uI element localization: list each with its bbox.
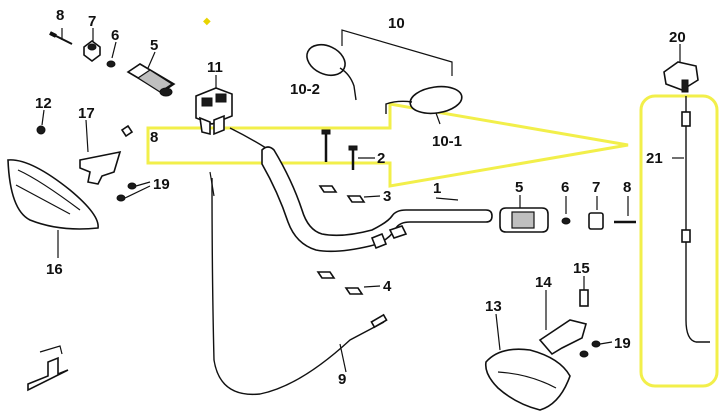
accent-dot: ◆	[203, 16, 211, 27]
grip-5-top	[126, 51, 176, 97]
callout-14: 14	[535, 274, 552, 291]
callout-20: 20	[669, 29, 686, 46]
nut-12	[36, 109, 46, 135]
ring-6-top	[106, 41, 117, 68]
bracket-17	[79, 119, 122, 185]
callout-12: 12	[35, 95, 52, 112]
switch-11	[195, 75, 267, 149]
callout-10-2: 10-2	[290, 81, 320, 98]
callout-10-1: 10-1	[432, 133, 462, 150]
highlight-box	[639, 94, 719, 388]
callout-19-left: 19	[153, 176, 170, 193]
callout-7: 7	[88, 13, 96, 30]
screws-19-right	[579, 340, 613, 358]
bracket-14	[538, 290, 587, 356]
callout-21: 21	[646, 150, 663, 167]
callout-6-right: 6	[561, 179, 569, 196]
callout-4: 4	[383, 278, 392, 295]
callout-13: 13	[485, 298, 502, 315]
callout-19-right: 19	[614, 335, 631, 352]
cover-13	[484, 313, 571, 411]
callout-17: 17	[78, 105, 95, 122]
callout-5-right: 5	[515, 179, 523, 196]
bolt-8-top	[49, 28, 73, 45]
callout-labels: 8 7 6 5 11 10 10-2 10-1 20 12 17 8 2 3 1…	[35, 7, 686, 388]
callout-11: 11	[207, 59, 223, 76]
clamps-4	[316, 271, 381, 295]
mirrors-10	[306, 29, 463, 125]
callout-3: 3	[383, 188, 391, 205]
bolt-15	[579, 276, 589, 307]
bolts-2	[321, 129, 375, 170]
callout-8-right: 8	[623, 179, 631, 196]
clamps-3	[318, 185, 381, 203]
highlight-arrow	[146, 102, 629, 188]
callout-2: 2	[377, 150, 385, 167]
callout-8-left: 8	[150, 129, 158, 146]
bushing-7-top	[83, 28, 101, 62]
cable-9	[209, 171, 388, 396]
callout-15: 15	[573, 260, 590, 277]
handlebar-1	[261, 146, 493, 253]
callout-1: 1	[433, 180, 441, 197]
callout-16: 16	[46, 261, 63, 278]
callout-7-right: 7	[592, 179, 600, 196]
clip-8-left	[120, 124, 134, 138]
callout-5: 5	[150, 37, 158, 54]
lever-20	[663, 44, 699, 93]
callout-9: 9	[338, 371, 346, 388]
callout-10: 10	[388, 15, 405, 32]
callout-6: 6	[111, 27, 119, 44]
screws-19-left	[116, 181, 151, 202]
direction-logo	[27, 345, 69, 392]
cover-16	[7, 159, 99, 258]
cable-21	[672, 96, 710, 343]
grip-group-right	[499, 195, 636, 233]
callout-8: 8	[56, 7, 64, 24]
